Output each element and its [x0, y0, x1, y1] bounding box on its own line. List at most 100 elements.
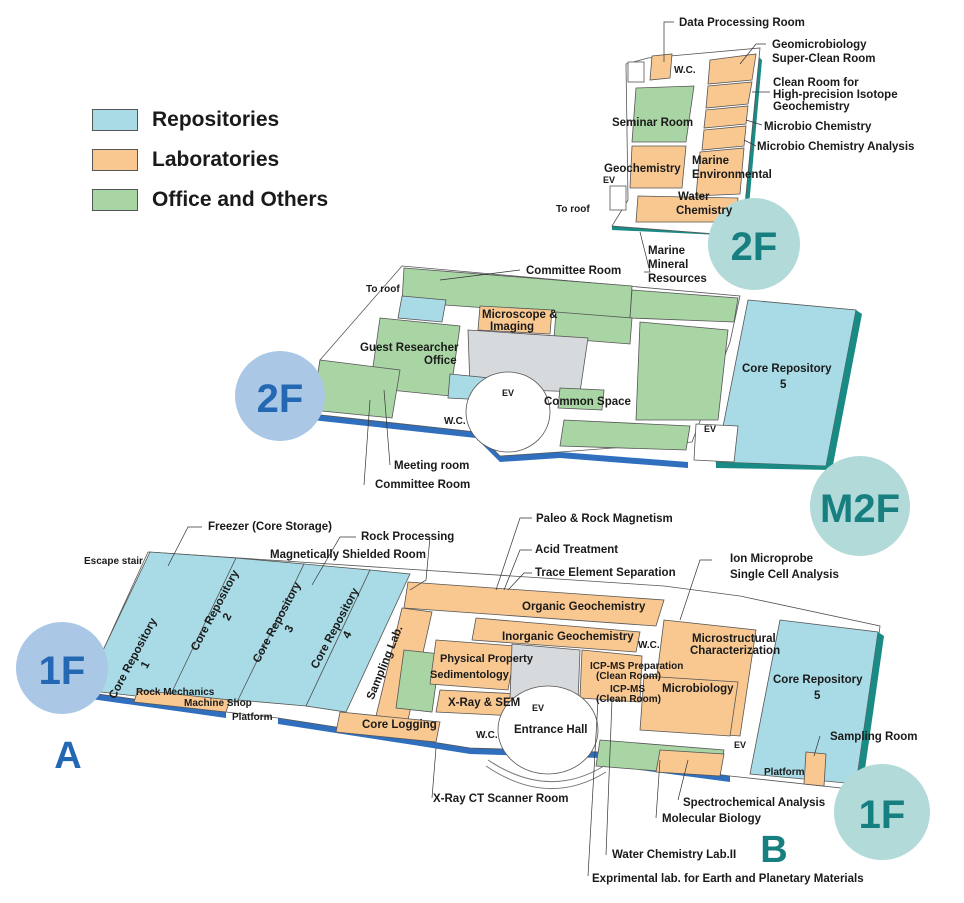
label-wc-a2f: W.C.: [444, 416, 466, 427]
label-microstructural-1: Microstructural: [692, 633, 776, 645]
meeting-room: [311, 359, 401, 419]
floor-badges: 2F 2F M2F 1F 1F A B: [16, 198, 930, 871]
label-mag-shielded: Magnetically Shielded Room: [270, 549, 426, 561]
badge-a-1f: [16, 622, 108, 714]
geochemistry-room: [629, 145, 687, 189]
building-b-label: B: [760, 829, 787, 871]
core-repository-4: [305, 569, 411, 713]
label-microbio-analysis: Microbio Chemistry Analysis: [757, 141, 914, 153]
label-core-repo-5-1f: Core Repository: [773, 674, 863, 686]
label-guest-2: Office: [424, 355, 457, 367]
label-to-roof-b: To roof: [556, 204, 590, 215]
rotunda: [465, 371, 551, 453]
legend-label: Repositories: [152, 108, 280, 131]
label-trace: Trace Element Separation: [535, 567, 676, 579]
entrance-steps: [485, 765, 607, 789]
badge-m2f: [810, 456, 910, 556]
leader-lines: [167, 21, 821, 877]
label-core-repo-3-num: 3: [283, 624, 297, 635]
core-repository-2: [169, 557, 305, 703]
label-geomicro-2: Super-Clean Room: [772, 53, 876, 65]
label-to-roof-a: To roof: [366, 284, 400, 295]
label-microbiology: Microbiology: [662, 683, 734, 695]
label-wc-1f: W.C.: [638, 640, 660, 651]
label-meeting-room: Meeting room: [394, 460, 469, 472]
label-freezer: Freezer (Core Storage): [208, 521, 332, 533]
entrance-hall-rotunda: [497, 685, 599, 775]
label-seminar: Seminar Room: [612, 117, 693, 129]
label-rock-processing: Rock Processing: [361, 531, 454, 543]
label-data-processing: Data Processing Room: [679, 17, 805, 29]
inorganic-geochem-room: [471, 617, 641, 653]
label-clean-room-3: Geochemistry: [773, 101, 850, 113]
building-b-2f: [609, 47, 762, 240]
label-ev-m2f: EV: [704, 424, 716, 434]
label-common-space: Common Space: [544, 396, 631, 408]
label-acid: Acid Treatment: [535, 544, 618, 556]
badge-b-1f: [834, 764, 930, 860]
stair-icon: [627, 61, 645, 83]
label-core-repo-2-num: 2: [221, 612, 235, 623]
label-xray-ct: X-Ray CT Scanner Room: [433, 793, 568, 805]
label-icp-prep-2: (Clean Room): [596, 671, 661, 682]
badge-a-2f-label: 2F: [257, 377, 304, 421]
badge-b-2f-label: 2F: [731, 225, 778, 269]
microbiology-room: [639, 675, 739, 737]
label-marine-min-3: Resources: [648, 273, 707, 285]
label-marine-env-1: Marine: [692, 155, 729, 167]
building-a-2f: [311, 265, 741, 468]
spectro-room: [655, 749, 725, 777]
data-processing-room: [649, 53, 673, 81]
organic-geochem-room: [403, 581, 665, 627]
labels-a-2f: Committee Room To roof Microscope & Imag…: [360, 265, 832, 491]
label-marine-min-2: Mineral: [648, 259, 688, 271]
label-clean-room-1: Clean Room for: [773, 77, 859, 89]
label-icp-ms-1: ICP-MS: [610, 684, 645, 695]
badge-a-1f-label: 1F: [39, 649, 86, 693]
labels-b-2f: Data Processing Room Geomicrobiology Sup…: [556, 17, 914, 285]
microbio-analysis-room: [701, 125, 747, 151]
legend-swatch-repositories: [92, 109, 138, 131]
core-logging-room: [335, 711, 441, 743]
label-rock-mech-1: Rock Mechanics: [136, 687, 215, 698]
geomicro-room: [707, 53, 757, 85]
label-molecular: Molecular Biology: [662, 813, 762, 825]
label-microscope-2: Imaging: [490, 321, 534, 333]
clean-room: [705, 81, 753, 109]
label-xray-sem: X-Ray & SEM: [448, 697, 520, 709]
office-block: [553, 311, 633, 345]
sampling-room: [803, 751, 827, 787]
office-south: [559, 419, 691, 451]
label-core-repo-5-m2f-num: 5: [780, 379, 787, 391]
badge-a-2f: [235, 351, 325, 441]
label-core-repo-5-m2f: Core Repository: [742, 363, 832, 375]
label-microbio-chem: Microbio Chemistry: [764, 121, 872, 133]
label-icp-ms-2: (Clean Room): [596, 694, 661, 705]
label-core-repo-5-1f-num: 5: [814, 690, 821, 702]
label-microscope-1: Microscope &: [482, 309, 557, 321]
label-core-repo-1-num: 1: [139, 659, 153, 671]
label-wc-1f-2: W.C.: [476, 730, 498, 741]
legend: Repositories Laboratories Office and Oth…: [92, 100, 328, 220]
label-committee-room-2: Committee Room: [375, 479, 470, 491]
label-ev-b2f: EV: [603, 175, 615, 185]
small-repository: [397, 295, 447, 323]
label-ev-1f-b: EV: [734, 740, 746, 750]
label-platform-b: Platform: [764, 767, 805, 778]
badge-b-2f: [708, 198, 800, 290]
rock-mechanics-room: [133, 689, 231, 713]
label-escape-stair: Escape stair: [84, 556, 143, 567]
label-ev-a2f: EV: [502, 388, 514, 398]
legend-label: Office and Others: [152, 188, 329, 211]
label-exp-lab: Exprimental lab. for Earth and Planetary…: [592, 873, 864, 885]
legend-item-laboratories: Laboratories: [92, 140, 328, 180]
label-sedimentology: Sedimentology: [430, 669, 510, 681]
stair-icon: [609, 185, 627, 211]
label-water-chem-2: Chemistry: [676, 205, 733, 217]
label-entrance-hall: Entrance Hall: [514, 724, 588, 736]
label-geochemistry: Geochemistry: [604, 163, 681, 175]
entrance-steps: [487, 759, 605, 782]
legend-label: Laboratories: [152, 148, 280, 171]
label-ion-probe: Ion Microprobe: [730, 553, 813, 565]
